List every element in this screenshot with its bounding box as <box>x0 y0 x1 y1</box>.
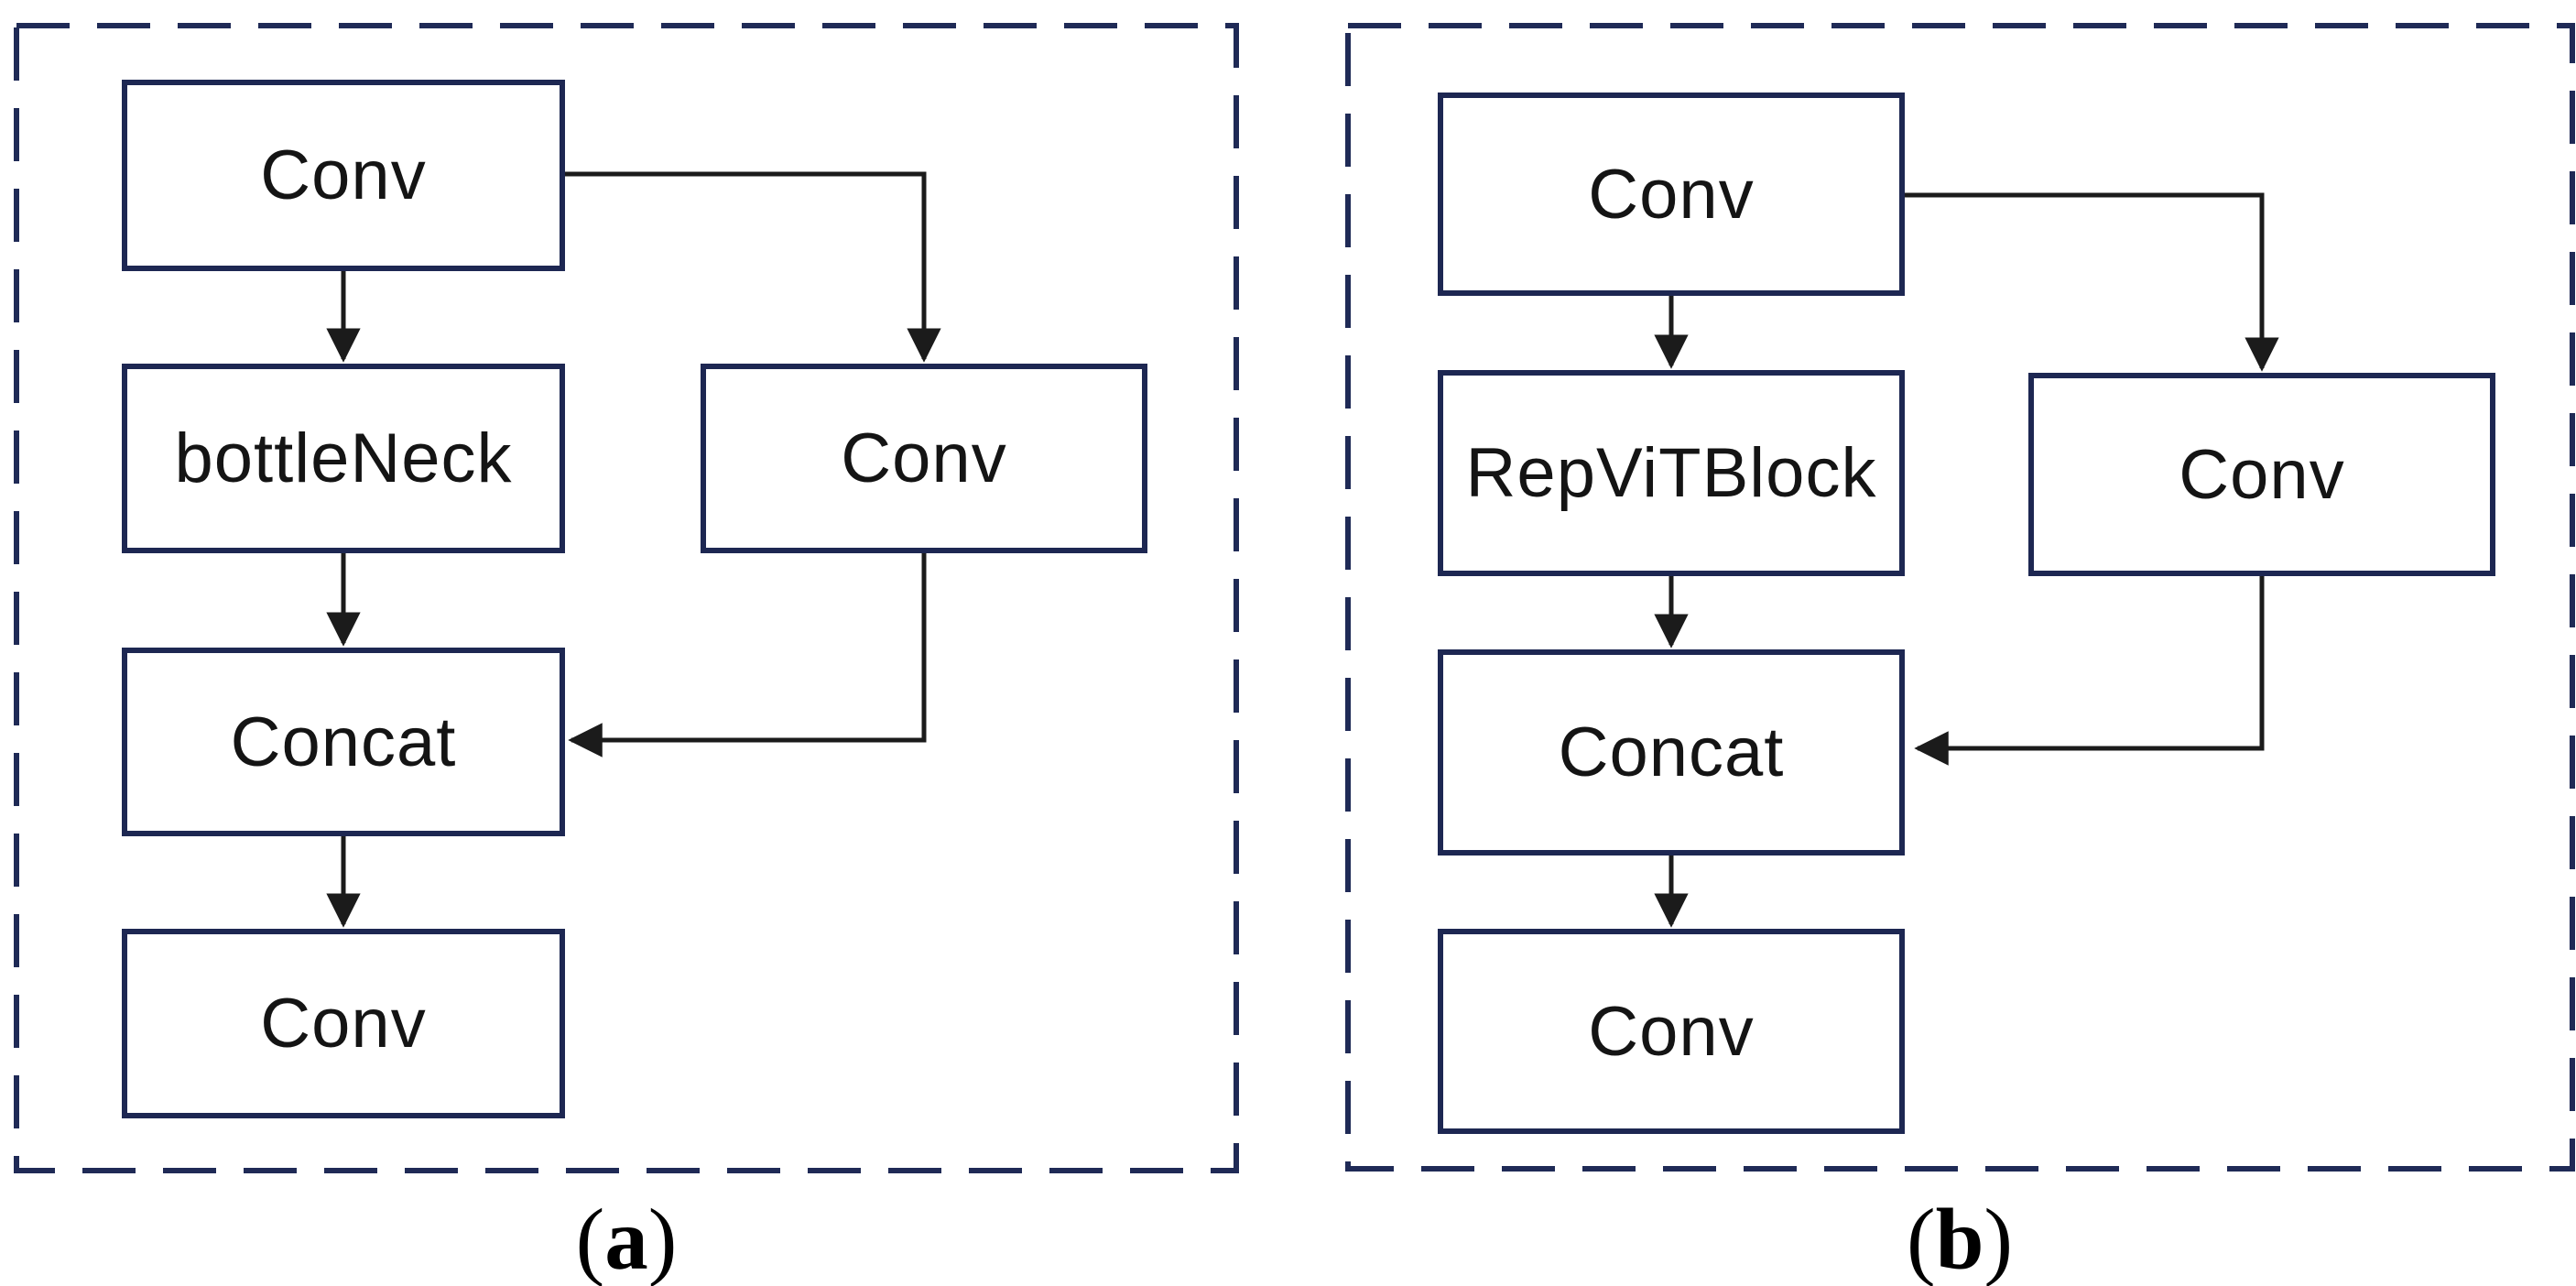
node-label: Conv <box>260 136 427 214</box>
arrow-a-conv-to-conv-branch <box>565 171 941 363</box>
panel-b-dashed-border <box>1345 23 2575 1172</box>
caption-paren: ( <box>1906 1191 1936 1286</box>
node-conv-branch-b: Conv <box>2028 373 2495 576</box>
node-conv-output-a: Conv <box>122 929 565 1118</box>
caption-paren: ) <box>647 1191 678 1286</box>
arrow-b-conv-to-conv-branch <box>1905 192 2279 372</box>
node-label: Concat <box>230 703 457 781</box>
arrow-a-conv-branch-to-concat <box>568 553 927 757</box>
node-label: Conv <box>841 420 1007 497</box>
node-conv-output-b: Conv <box>1438 929 1905 1134</box>
node-label: Concat <box>1558 714 1785 791</box>
node-label: Conv <box>2179 435 2345 514</box>
caption-b: (b) <box>1822 1189 2097 1286</box>
caption-letter: b <box>1935 1191 1984 1286</box>
node-conv-input-a: Conv <box>122 80 565 271</box>
caption-letter: a <box>604 1191 648 1286</box>
node-label: bottleNeck <box>174 420 513 497</box>
node-label: Conv <box>1588 992 1755 1071</box>
node-conv-input-b: Conv <box>1438 93 1905 296</box>
caption-paren: ( <box>575 1191 605 1286</box>
arrow-b-conv-branch-to-concat <box>1914 576 2265 766</box>
node-label: Conv <box>1588 155 1755 234</box>
node-concat-b: Concat <box>1438 649 1905 856</box>
node-repvitblock-b: RepViTBlock <box>1438 370 1905 576</box>
caption-a: (a) <box>489 1189 764 1286</box>
node-conv-branch-a: Conv <box>701 364 1147 553</box>
panel-a-dashed-border <box>14 23 1239 1173</box>
caption-paren: ) <box>1984 1191 2014 1286</box>
node-label: Conv <box>260 985 427 1063</box>
node-bottleneck-a: bottleNeck <box>122 364 565 553</box>
node-concat-a: Concat <box>122 648 565 836</box>
node-label: RepViTBlock <box>1465 434 1877 512</box>
